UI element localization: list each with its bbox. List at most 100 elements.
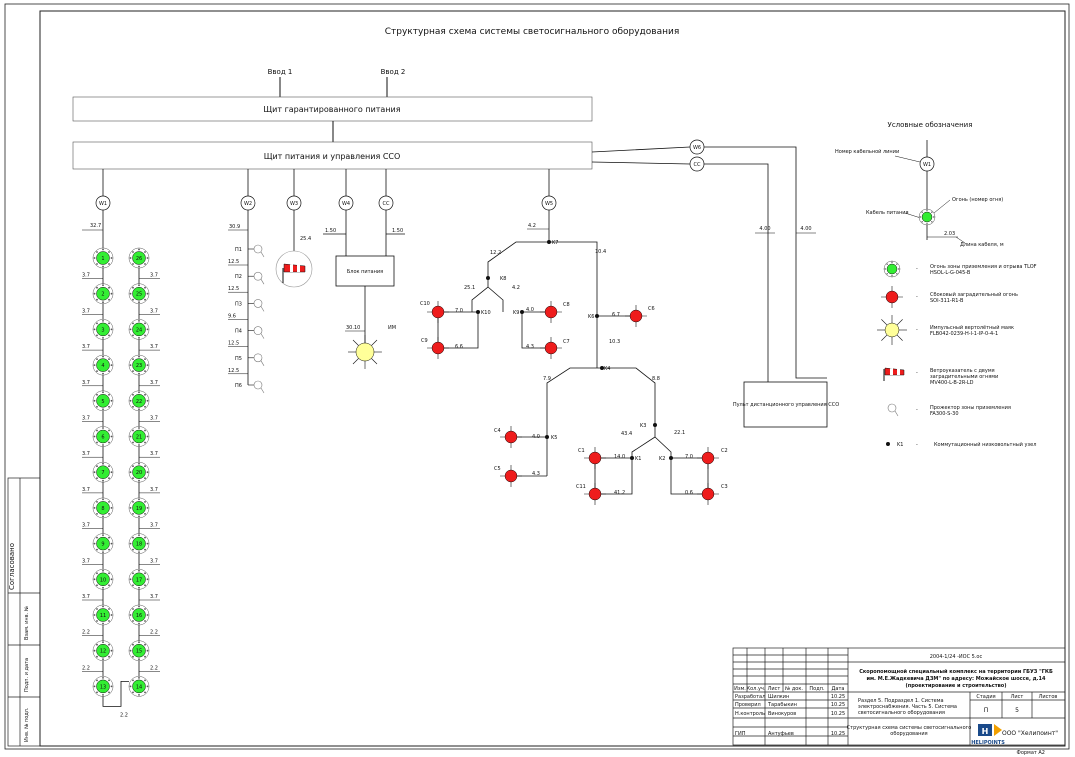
light-w1-10: 10 xyxy=(92,569,114,590)
svg-text:3: 3 xyxy=(101,327,104,333)
w5-length: 4.2 xyxy=(528,223,536,229)
projector-П1: П1 xyxy=(235,244,265,258)
obstacle-C11 xyxy=(584,483,606,505)
light-w1-20: 20 xyxy=(128,461,150,483)
w2-length-5: 12.5 xyxy=(228,368,239,374)
remote-panel xyxy=(743,381,828,428)
w1-bottom-length: 2.2 xyxy=(120,712,128,718)
w5-val: 4.0 xyxy=(526,307,534,313)
line-tag-w4: W4 xyxy=(338,195,354,211)
w1-spacing-right: 3.7 xyxy=(150,523,158,529)
svg-text:K3: K3 xyxy=(640,423,646,429)
legend-example-light xyxy=(918,208,936,226)
w2-length-4: 12.5 xyxy=(228,341,239,347)
legend-dash: - xyxy=(916,266,918,272)
legend-item-code-4: FA300-S-30 xyxy=(930,411,959,417)
svg-text:П1: П1 xyxy=(235,247,242,253)
svg-text:15: 15 xyxy=(136,649,142,655)
tb-sheets-h: Листов xyxy=(1039,694,1058,700)
svg-text:CC: CC xyxy=(383,201,390,207)
legend-symbol-windsock xyxy=(883,367,905,381)
light-w1-13: 13 xyxy=(92,676,114,697)
tb-col-header: Дата xyxy=(832,686,845,692)
w5-val: 7.9 xyxy=(543,376,551,382)
projector-П2: П2 xyxy=(235,271,265,285)
w5-val: 8.8 xyxy=(652,376,660,382)
w5-val: 43.4 xyxy=(621,431,632,437)
w5-val: 7.0 xyxy=(455,308,463,314)
input-1-label: Ввод 1 xyxy=(268,68,293,76)
tb-role: ГИП xyxy=(735,731,746,737)
w1-spacing-right: 3.7 xyxy=(150,594,158,600)
windsock-symbol xyxy=(275,250,313,288)
light-w1-24: 24 xyxy=(128,319,150,340)
svg-text:10: 10 xyxy=(100,577,106,583)
svg-text:7: 7 xyxy=(101,470,104,476)
w5-val: 6.6 xyxy=(455,344,463,350)
light-w1-3: 3 xyxy=(92,319,114,340)
w5-val: 22.1 xyxy=(674,430,685,436)
w5-val: 7.0 xyxy=(685,454,693,460)
w5-val: 4.3 xyxy=(526,344,534,350)
legend-item-3-line: заградительными огнями xyxy=(930,374,998,380)
tb-role: Н.контроль xyxy=(735,711,765,717)
obstacle-C5 xyxy=(500,465,522,487)
svg-text:K8: K8 xyxy=(500,276,506,282)
w1-spacing-left: 2.2 xyxy=(82,630,90,636)
svg-text:K4: K4 xyxy=(604,366,610,372)
svg-text:16: 16 xyxy=(136,613,142,619)
line-tag-w2: W2 xyxy=(240,195,256,211)
cc-length: 1.50 xyxy=(392,228,403,234)
power-unit-label: Блок питания xyxy=(347,269,383,275)
label-C10: C10 xyxy=(420,301,430,307)
light-w1-4: 4 xyxy=(92,354,114,376)
projector-П3: П3 xyxy=(235,299,265,312)
legend-ex-light: Огонь (номер огня) xyxy=(952,197,1003,203)
remote-panel-label: Пульт дистанционного управления ССО xyxy=(733,402,839,408)
legend-symbol-red-light xyxy=(881,286,903,308)
light-w1-15: 15 xyxy=(128,640,150,661)
svg-text:26: 26 xyxy=(136,256,142,262)
light-w1-12: 12 xyxy=(92,640,114,661)
power-unit xyxy=(335,255,395,287)
tb-col-header: Кол.уч. xyxy=(747,686,766,692)
legend-dash: - xyxy=(916,327,918,333)
svg-text:22: 22 xyxy=(136,399,142,405)
svg-text:19: 19 xyxy=(136,506,142,512)
light-w1-2: 2 xyxy=(92,283,114,304)
tb-date: 10.25 xyxy=(831,731,845,737)
svg-text:П2: П2 xyxy=(235,274,242,280)
svg-text:П6: П6 xyxy=(235,383,242,389)
w1-spacing-left: 3.7 xyxy=(82,416,90,422)
tb-company: ООО "Хелипоинт" xyxy=(1002,730,1058,737)
w2-length: 30.9 xyxy=(229,224,240,230)
legend-symbol-node: K1 xyxy=(886,442,903,448)
svg-text:П3: П3 xyxy=(235,301,242,307)
feeder-drops xyxy=(102,169,550,196)
svg-text:K9: K9 xyxy=(513,310,519,316)
w5-val: 10.4 xyxy=(595,249,606,255)
legend-item-code-0: HSOL-L-G-045-B xyxy=(930,270,971,276)
legend-ex-len-value: 2.03 xyxy=(944,231,955,237)
legend-dash: - xyxy=(916,294,918,300)
w1-spacing-left: 3.7 xyxy=(82,273,90,279)
w1-spacing-left: 3.7 xyxy=(82,344,90,350)
legend-item-3-line: Ветроуказатель с двумя xyxy=(930,368,995,374)
legend-symbol-projector xyxy=(887,403,899,417)
tb-code: 2004-1/24 -ИОС 5.ос xyxy=(930,654,983,660)
legend-item-code-3: MV400-L-B-2R-LD xyxy=(930,380,974,386)
w1-spacing-right: 2.2 xyxy=(150,665,158,671)
tb-role: Проверил xyxy=(735,702,761,708)
diagram-title: Структурная схема системы светосигнально… xyxy=(385,27,680,37)
tb-stage-h: Стадия xyxy=(976,694,995,700)
w5-val: 4.3 xyxy=(532,471,540,477)
legend-item-code-2: FLB042-0239-H-I-1-IP-0-4-1 xyxy=(930,331,998,337)
w5-val: 4.2 xyxy=(512,285,520,291)
svg-text:K6: K6 xyxy=(588,314,594,320)
svg-text:14: 14 xyxy=(136,684,142,690)
stamp-agreed: Согласовано xyxy=(8,543,16,590)
tb-logo-text: HELIPOINTS xyxy=(971,740,1005,746)
svg-text:24: 24 xyxy=(136,327,142,333)
side-stamp xyxy=(7,477,41,747)
w3-length: 25.4 xyxy=(300,236,311,242)
